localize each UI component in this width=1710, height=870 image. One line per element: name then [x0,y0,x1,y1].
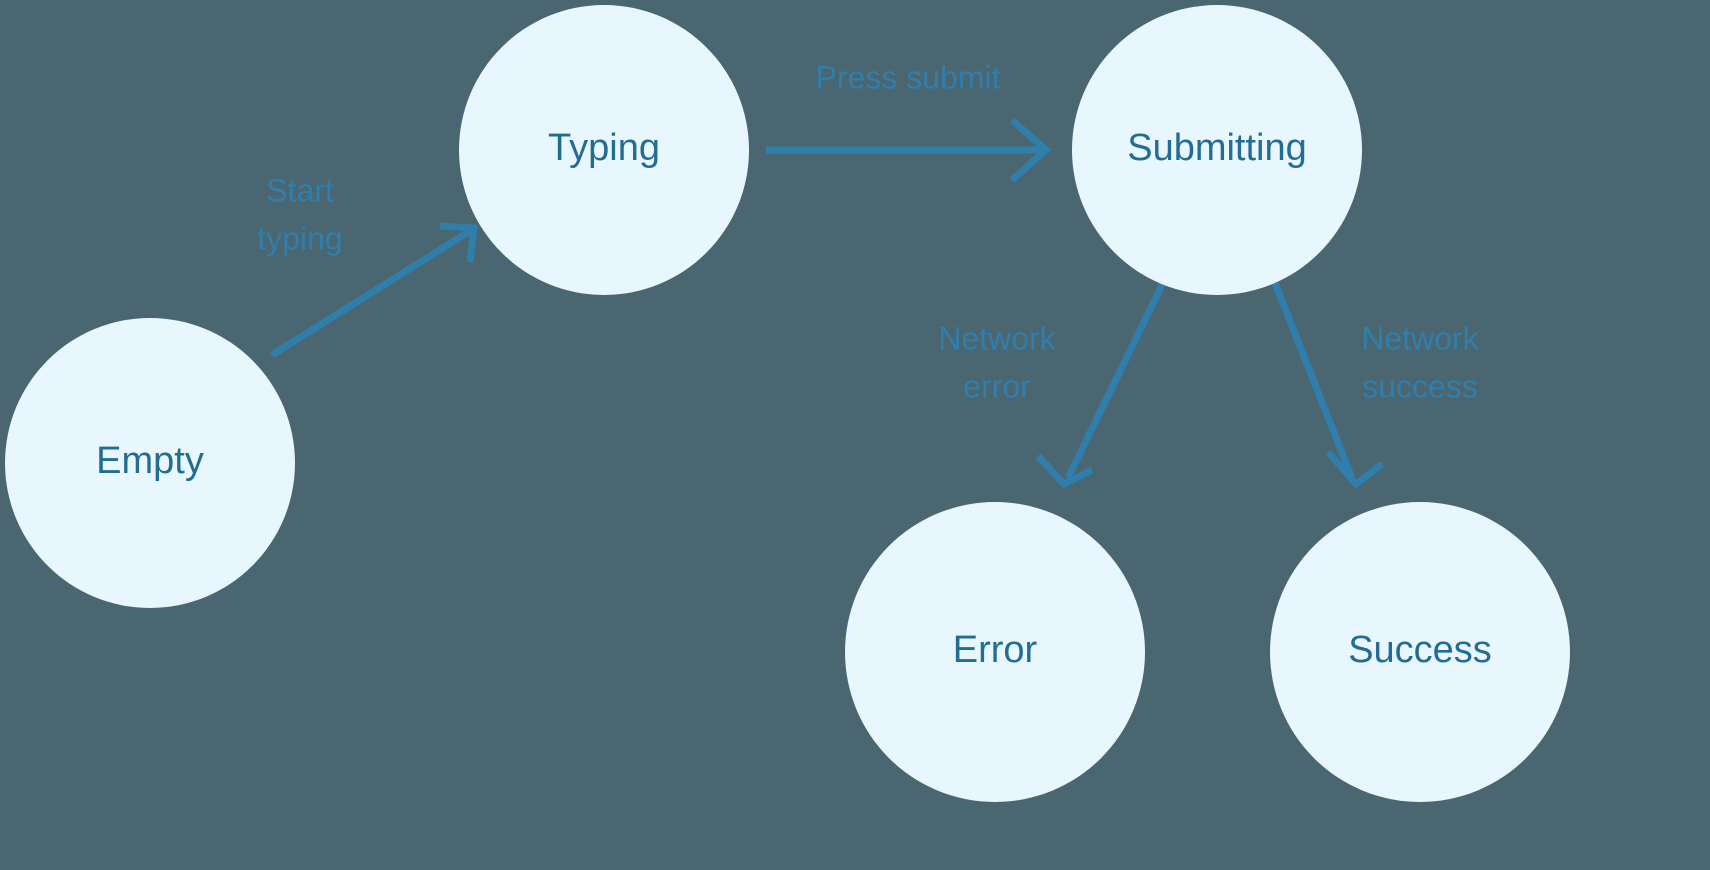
edge-label-submitting-to-error: Network error [938,320,1056,404]
edge-label-empty-to-typing: Start typing [257,172,342,256]
edge-typing-to-submitting-arrowhead [1009,117,1052,183]
edge-label-submitting-to-error-line2: error [963,368,1031,404]
edge-submitting-to-success [1271,281,1385,489]
node-error-circle[interactable] [845,502,1145,802]
edge-submitting-to-error [1035,281,1167,489]
node-typing-label: Typing [548,127,660,169]
edge-empty-to-typing-line [270,228,472,358]
edge-label-typing-to-submitting-line1: Press submit [816,59,1001,95]
edge-submitting-to-success-line [1271,281,1356,480]
edge-label-submitting-to-success-line1: Network [1361,320,1479,356]
node-empty-circle[interactable] [5,318,295,608]
edge-empty-to-typing [270,222,478,358]
node-typing-circle[interactable] [459,5,749,295]
node-submitting[interactable]: Submitting [1072,5,1362,295]
edge-submitting-to-error-arrowhead [1035,453,1094,489]
node-success-circle[interactable] [1270,502,1570,802]
node-error[interactable]: Error [845,502,1145,802]
node-submitting-label: Submitting [1127,127,1307,169]
edge-empty-to-typing-arrowhead [439,222,478,263]
node-typing[interactable]: Typing [459,5,749,295]
edge-submitting-to-error-line [1064,281,1167,480]
node-empty-label: Empty [96,440,204,482]
node-success-label: Success [1348,629,1492,671]
edge-label-submitting-to-error-line1: Network [938,320,1056,356]
edge-label-empty-to-typing-line1: Start [266,172,334,208]
edge-label-submitting-to-success-line2: success [1362,368,1478,404]
edge-submitting-to-success-arrowhead [1325,449,1385,489]
node-submitting-circle[interactable] [1072,5,1362,295]
node-empty[interactable]: Empty [5,318,295,608]
edge-typing-to-submitting [766,117,1052,183]
edge-label-submitting-to-success: Network success [1361,320,1479,404]
edge-label-empty-to-typing-line2: typing [257,220,342,256]
edge-label-typing-to-submitting: Press submit [816,59,1001,95]
node-success[interactable]: Success [1270,502,1570,802]
node-error-label: Error [953,629,1038,671]
